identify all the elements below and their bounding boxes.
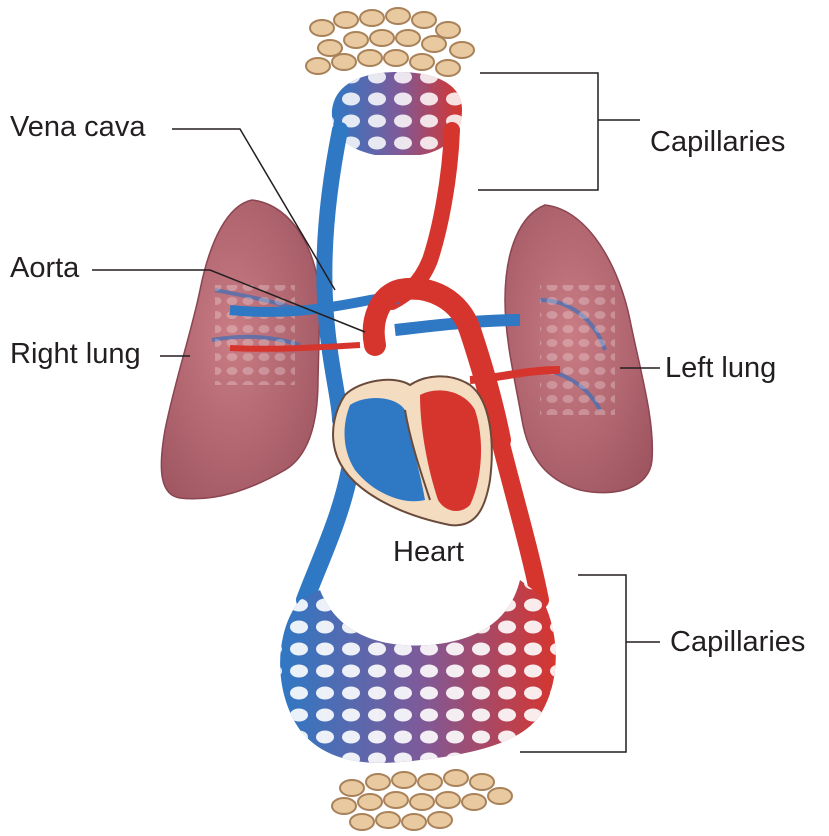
label-right-lung: Right lung [10, 340, 141, 369]
capillary-bed-bottom [280, 580, 556, 763]
left-lung [505, 205, 652, 493]
heart [333, 376, 492, 525]
bracket-capillaries-top [478, 73, 640, 190]
label-vena-cava: Vena cava [10, 113, 145, 142]
capillary-bed-top [332, 72, 462, 155]
label-left-lung: Left lung [665, 354, 776, 383]
label-heart: Heart [393, 538, 464, 567]
tissue-cells-top [306, 8, 474, 76]
label-capillaries-top: Capillaries [650, 128, 785, 157]
label-capillaries-bottom: Capillaries [670, 628, 805, 657]
tissue-cells-bottom [332, 770, 512, 830]
superior-artery [392, 130, 452, 302]
label-aorta: Aorta [10, 254, 79, 283]
